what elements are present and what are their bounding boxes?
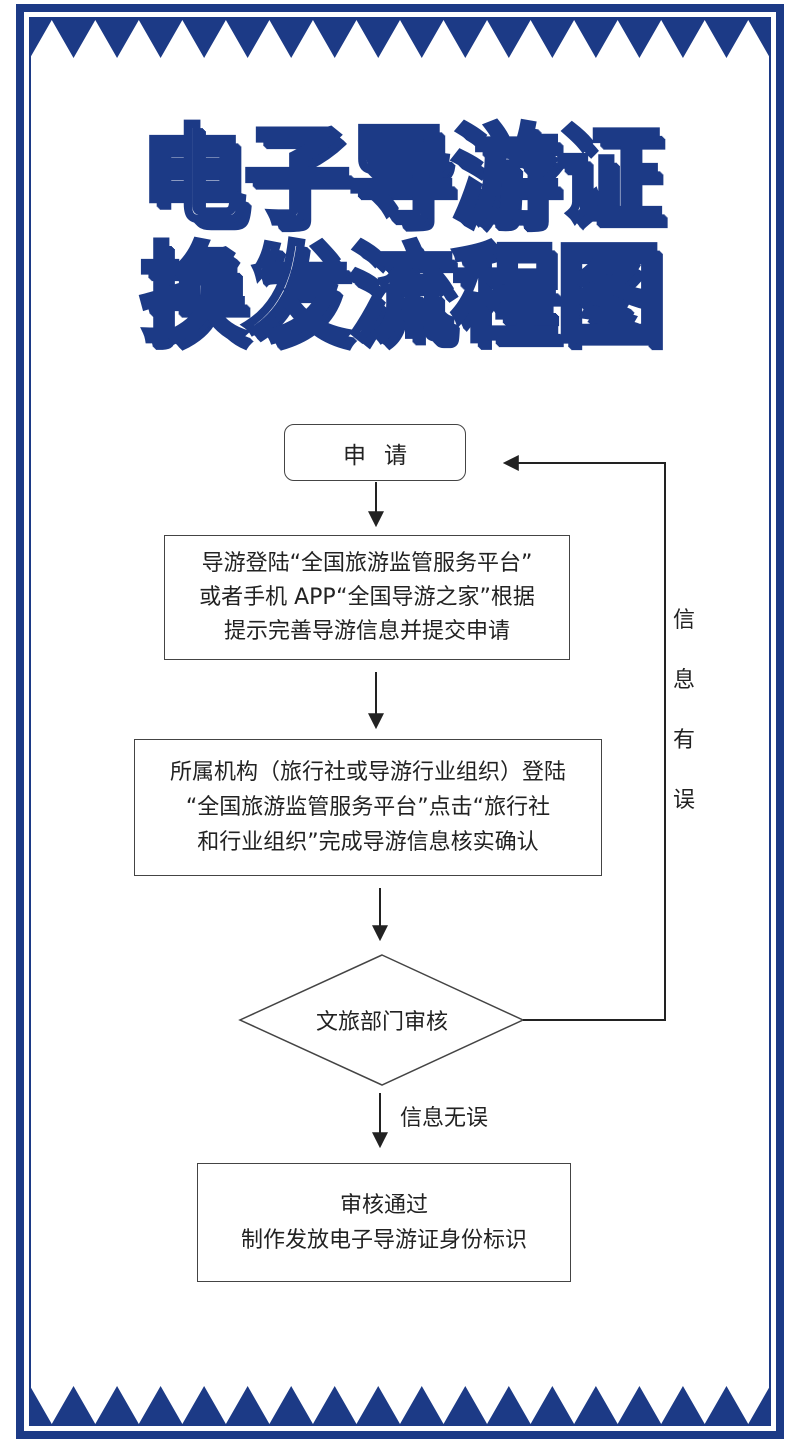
flow-end-box: 审核通过 制作发放电子导游证身份标识 bbox=[197, 1163, 571, 1282]
flow-review-label: 文旅部门审核 bbox=[315, 1010, 448, 1035]
flow-step-1-box: 导游登陆“全国旅游监管服务平台” 或者手机 APP“全国导游之家”根据 提示完善… bbox=[164, 535, 570, 660]
flow-end-line: 审核通过 bbox=[339, 1192, 428, 1218]
flow-error-label-char: 误 bbox=[672, 788, 695, 813]
flow-step-1-line: 导游登陆“全国旅游监管服务平台” bbox=[201, 550, 533, 576]
flow-end-line: 制作发放电子导游证身份标识 bbox=[240, 1227, 527, 1253]
flow-step-1-line: 提示完善导游信息并提交申请 bbox=[223, 618, 510, 644]
flow-step-2-line: 和行业组织”完成导游信息核实确认 bbox=[197, 830, 539, 855]
flow-start-label: 申请 bbox=[343, 442, 425, 469]
flow-step-1-line: 或者手机 APP“全国导游之家”根据 bbox=[199, 584, 535, 610]
zigzag-highlight bbox=[34, 22, 766, 59]
zigzag-bottom-border bbox=[30, 1385, 770, 1425]
flow-step-2-line: 所属机构（旅行社或导游行业组织）登陆 bbox=[169, 760, 566, 785]
flow-start-box: 申请 bbox=[284, 424, 466, 481]
flow-step-2-line: “全国旅游监管服务平台”点击“旅行社 bbox=[185, 795, 551, 820]
flow-error-label: 信 息 有 误 bbox=[668, 605, 700, 817]
flow-step-2-box: 所属机构（旅行社或导游行业组织）登陆 “全国旅游监管服务平台”点击“旅行社 和行… bbox=[134, 739, 602, 876]
frame-outer-border bbox=[16, 4, 784, 1439]
flow-error-label-char: 信 bbox=[672, 608, 695, 633]
flow-error-label-char: 息 bbox=[672, 668, 695, 693]
zigzag-band bbox=[30, 18, 770, 58]
flow-ok-label: 信息无误 bbox=[400, 1106, 489, 1131]
zigzag-top-border bbox=[30, 18, 770, 59]
zigzag-band bbox=[30, 1386, 770, 1425]
flow-error-label-char: 有 bbox=[672, 728, 695, 753]
zigzag-highlight bbox=[34, 1385, 766, 1422]
page-title-line-2: 换发流程图 bbox=[138, 231, 665, 359]
page-title-line-1: 电子导游证 bbox=[138, 113, 665, 241]
